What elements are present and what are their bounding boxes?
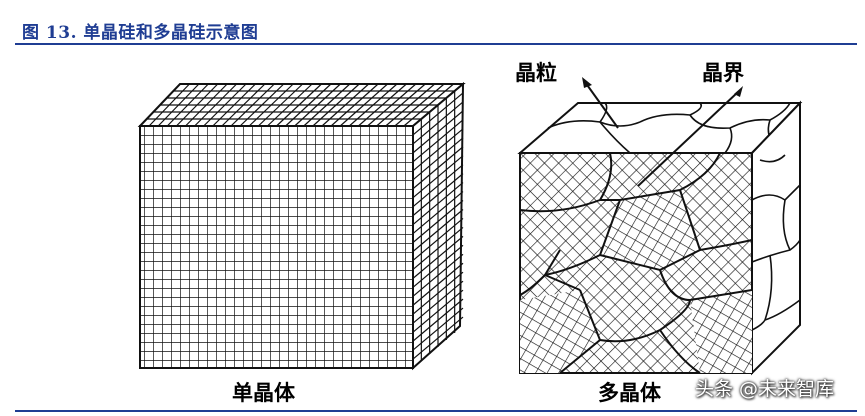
side-grain-boundaries <box>751 154 801 331</box>
grain-label: 晶粒 <box>515 60 557 85</box>
polycrystal-cube <box>517 77 803 376</box>
single-crystal-front-face <box>139 125 414 369</box>
bottom-rule <box>15 410 857 412</box>
single-crystal-caption: 单晶体 <box>232 380 296 405</box>
single-crystal-cube <box>137 81 466 371</box>
top-grain-boundaries <box>547 102 791 154</box>
grain-boundary-label: 晶界 <box>702 60 744 85</box>
boundary-pointer-arrow <box>637 91 739 187</box>
crystal-diagram: 单晶体 <box>137 60 803 405</box>
title-rule <box>15 43 857 45</box>
figure-title: 图 13. 单晶硅和多晶硅示意图 <box>22 23 259 43</box>
grain-pointer-arrow <box>584 81 619 129</box>
front-grain-boundaries <box>520 153 752 373</box>
polycrystal-caption: 多晶体 <box>598 380 662 405</box>
watermark: 头条 @未来智库 <box>695 378 835 400</box>
